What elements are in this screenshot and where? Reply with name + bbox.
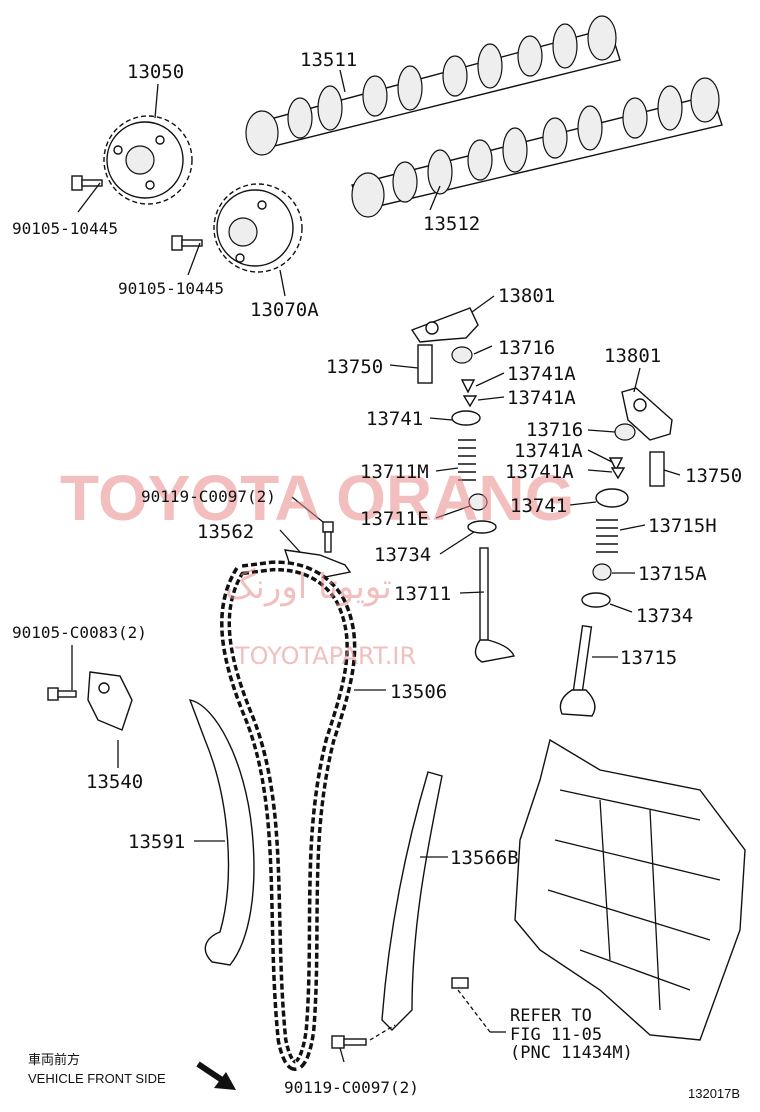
lifter-13716-b[interactable] [614, 423, 636, 441]
spring-seat-13734-a[interactable] [467, 520, 497, 534]
label-13716-a: 13716 [498, 337, 555, 359]
engine-block-outline [451, 738, 746, 1041]
label-13741-a: 13741 [366, 408, 423, 430]
label-13050: 13050 [127, 61, 184, 83]
valve-keeper-13741A-d[interactable] [610, 467, 626, 480]
bolt-90105-C0083[interactable] [47, 687, 77, 701]
timing-chain-13506[interactable] [220, 560, 357, 1071]
bolt-90119-C0097-a[interactable] [322, 521, 334, 553]
reference-line2: FIG 11-05 [510, 1025, 602, 1045]
valve-keeper-13741A-c[interactable] [608, 457, 624, 472]
valve-stem-seal-13711E[interactable] [468, 493, 488, 511]
front-arrow-icon [196, 1061, 236, 1090]
label-13741A-b: 13741A [507, 387, 576, 409]
camshaft-13511[interactable] [245, 15, 621, 156]
tensioner-slipper-13591[interactable] [188, 699, 255, 966]
exhaust-valve-13715[interactable] [559, 624, 596, 717]
diagram-id: 132017B [688, 1086, 740, 1101]
valve-spring-13711M[interactable] [458, 439, 476, 481]
label-13734-b: 13734 [636, 605, 693, 627]
label-90105-10445-a: 90105-10445 [12, 219, 118, 238]
lash-adjuster-13750-a[interactable] [417, 344, 433, 384]
label-13711M: 13711M [360, 461, 429, 483]
label-13715A: 13715A [638, 563, 707, 585]
intake-valve-13711[interactable] [474, 547, 515, 663]
label-90119-C0097-a: 90119-C0097(2) [141, 487, 276, 506]
label-13734-a: 13734 [374, 544, 431, 566]
lifter-13716-a[interactable] [451, 346, 473, 364]
label-13711E: 13711E [360, 508, 429, 530]
valve-keeper-13741A-a[interactable] [460, 379, 476, 394]
cam-timing-gear-13050[interactable] [103, 115, 193, 205]
spring-retainer-13741-b[interactable] [595, 488, 629, 508]
watermark-persian: تویوتا اورنگ [225, 567, 392, 607]
label-13750-b: 13750 [685, 465, 742, 487]
label-13070A: 13070A [250, 299, 319, 321]
cam-timing-gear-13070A[interactable] [213, 183, 303, 273]
label-13750-a: 13750 [326, 356, 383, 378]
rocker-arm-13801-b[interactable] [621, 387, 673, 441]
label-13562: 13562 [197, 521, 254, 543]
watermark-site: TOYOTAPART.IR [234, 642, 416, 670]
label-13741-b: 13741 [510, 495, 567, 517]
label-90119-C0097-b: 90119-C0097(2) [284, 1078, 419, 1097]
label-13540: 13540 [86, 771, 143, 793]
label-13511: 13511 [300, 49, 357, 71]
label-13591: 13591 [128, 831, 185, 853]
reference-line3: (PNC 11434M) [510, 1043, 633, 1063]
bolt-90119-C0097-b[interactable] [331, 1035, 367, 1049]
valve-keeper-13741A-b[interactable] [462, 395, 478, 408]
label-90105-10445-b: 90105-10445 [118, 279, 224, 298]
label-13711: 13711 [394, 583, 451, 605]
label-13715: 13715 [620, 647, 677, 669]
camshaft-13512[interactable] [351, 77, 723, 218]
bolt-90105-10445-a[interactable] [71, 175, 103, 191]
spring-retainer-13741-a[interactable] [451, 410, 481, 426]
label-13512: 13512 [423, 213, 480, 235]
label-13715H: 13715H [648, 515, 717, 537]
chain-guide-13566B[interactable] [381, 771, 443, 1031]
valve-stem-seal-13715A[interactable] [592, 563, 612, 581]
orientation-japanese: 車両前方 [28, 1052, 80, 1067]
label-13741A-c: 13741A [514, 440, 583, 462]
label-13801-a: 13801 [498, 285, 555, 307]
label-90105-C0083: 90105-C0083(2) [12, 623, 147, 642]
label-13741A-a: 13741A [507, 363, 576, 385]
label-13716-b: 13716 [526, 419, 583, 441]
watermark-main: TOYOTA ORANG [60, 462, 574, 534]
valve-spring-13715H[interactable] [596, 519, 618, 553]
label-13741A-d: 13741A [505, 461, 574, 483]
label-13506: 13506 [390, 681, 447, 703]
orientation-english: VEHICLE FRONT SIDE [28, 1071, 166, 1086]
spring-seat-13734-b[interactable] [581, 592, 611, 608]
reference-line1: REFER TO [510, 1006, 592, 1026]
chain-tensioner-13540[interactable] [87, 671, 133, 731]
leader-lines [71, 69, 681, 1063]
label-13801-b: 13801 [604, 345, 661, 367]
lash-adjuster-13750-b[interactable] [649, 451, 665, 487]
bolt-90105-10445-b[interactable] [171, 235, 203, 251]
label-13566B: 13566B [450, 847, 519, 869]
rocker-arm-13801-a[interactable] [410, 307, 479, 343]
